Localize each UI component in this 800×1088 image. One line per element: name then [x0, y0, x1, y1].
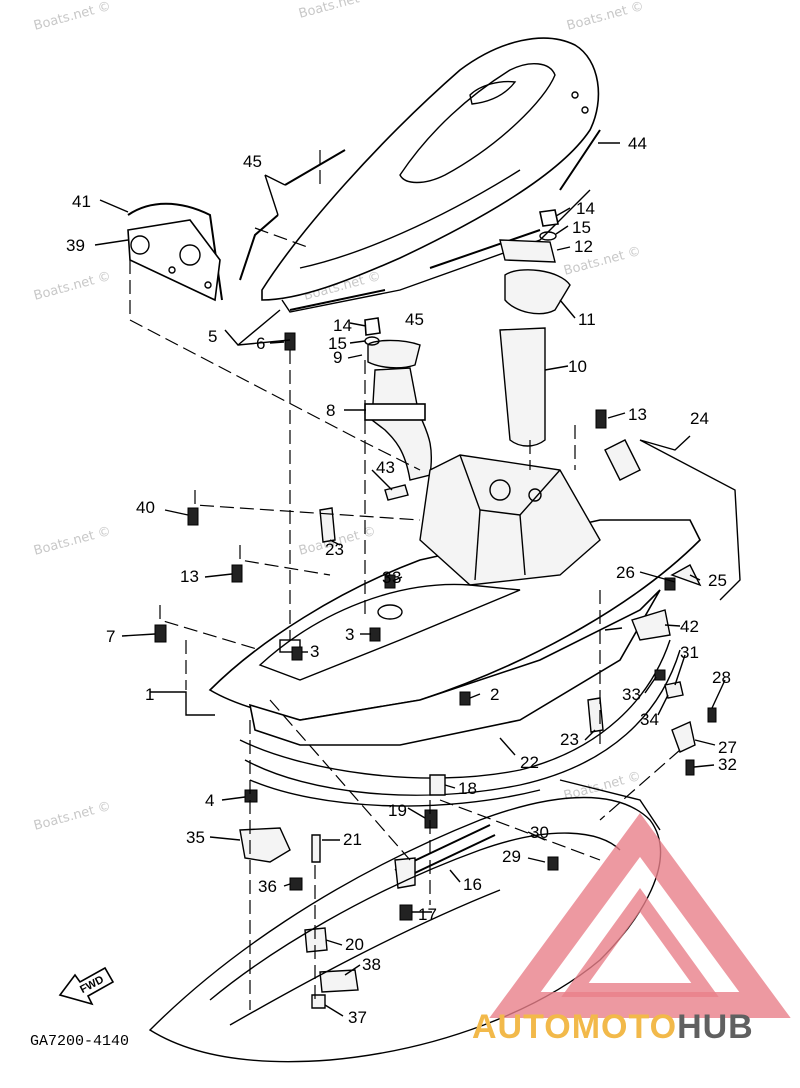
callout-label: 4: [205, 791, 214, 810]
callout-label: 35: [186, 828, 205, 847]
callout-label: 31: [680, 643, 699, 662]
watermark-text: Boats.net ©: [297, 0, 377, 22]
callout-label: 14: [333, 316, 352, 335]
lower-hull-outline: [148, 779, 662, 1063]
callout-label: 2: [490, 685, 499, 704]
callout-label: 11: [578, 310, 596, 329]
callout-label: 45: [405, 310, 424, 329]
callout-label: 26: [616, 563, 635, 582]
callout-label: 5: [208, 327, 217, 346]
watermark-text: Boats.net ©: [32, 799, 112, 834]
callout-label: 13: [180, 567, 199, 586]
callout-label: 6: [256, 334, 265, 353]
watermark-text: Boats.net ©: [32, 0, 112, 34]
callout-label: 28: [712, 668, 731, 687]
callout-label: 3: [382, 568, 391, 587]
callout-label: 1: [145, 685, 154, 704]
leader-lines: [94, 142, 741, 1017]
callout-label: 40: [136, 498, 155, 517]
callout-label: 27: [718, 738, 737, 757]
callout-label: 19: [388, 801, 407, 820]
watermark-text: Boats.net ©: [565, 0, 645, 34]
callout-label: 34: [640, 710, 659, 729]
hardware: [154, 332, 717, 1009]
callout-label: 14: [576, 199, 595, 218]
callout-label: 9: [333, 348, 342, 367]
callout-label: 23: [325, 540, 344, 559]
callout-label: 16: [463, 875, 482, 894]
callout-label: 41: [72, 192, 91, 211]
callout-label: 29: [502, 847, 521, 866]
callout-label: 45: [243, 152, 262, 171]
callout-label: 23: [560, 730, 579, 749]
logo-text-automoto: AUTOMOTO: [472, 1008, 677, 1046]
callout-label: 39: [66, 236, 85, 255]
watermark-text: Boats.net ©: [32, 524, 112, 559]
upper-deck-cover: [261, 37, 600, 313]
callout-label: 18: [458, 779, 477, 798]
callout-label: 3: [392, 568, 401, 587]
callout-label: 7: [106, 627, 115, 646]
automotohub-logo: AUTOMOTOHUB: [472, 813, 791, 1046]
trim-strips: [239, 129, 601, 311]
diagram-code: GA7200-4140: [30, 1033, 129, 1050]
callout-label: 25: [708, 571, 727, 590]
callout-label: 12: [574, 237, 593, 256]
callout-label: 21: [343, 830, 362, 849]
callout-label: 32: [718, 755, 737, 774]
callout-label: 17: [418, 905, 437, 924]
callout-label: 13: [628, 405, 647, 424]
logo-text-hub: HUB: [677, 1008, 754, 1046]
callout-label: 43: [376, 458, 395, 477]
callout-label: 42: [680, 617, 699, 636]
hull-body: [208, 454, 701, 807]
side-panel-39-41: [127, 202, 223, 302]
callout-label: 30: [530, 823, 549, 842]
watermark-text: Boats.net ©: [32, 269, 112, 304]
callout-label: 44: [628, 134, 647, 153]
callout-label: 33: [622, 685, 641, 704]
callout-label: 24: [690, 409, 709, 428]
callout-label: 8: [326, 401, 335, 420]
svg-text:AUTOMOTOHUB: AUTOMOTOHUB: [472, 1008, 754, 1046]
callout-label: 22: [520, 753, 539, 772]
callout-label: 10: [568, 357, 587, 376]
callout-label: 15: [572, 218, 591, 237]
fwd-arrow: FWD: [58, 966, 115, 1006]
callout-label: 37: [348, 1008, 367, 1027]
callout-label: 3: [310, 642, 319, 661]
callout-label: 15: [328, 334, 347, 353]
callout-label: 38: [362, 955, 381, 974]
callout-label: 3: [345, 625, 354, 644]
callout-label: 20: [345, 935, 364, 954]
callout-label: 36: [258, 877, 277, 896]
